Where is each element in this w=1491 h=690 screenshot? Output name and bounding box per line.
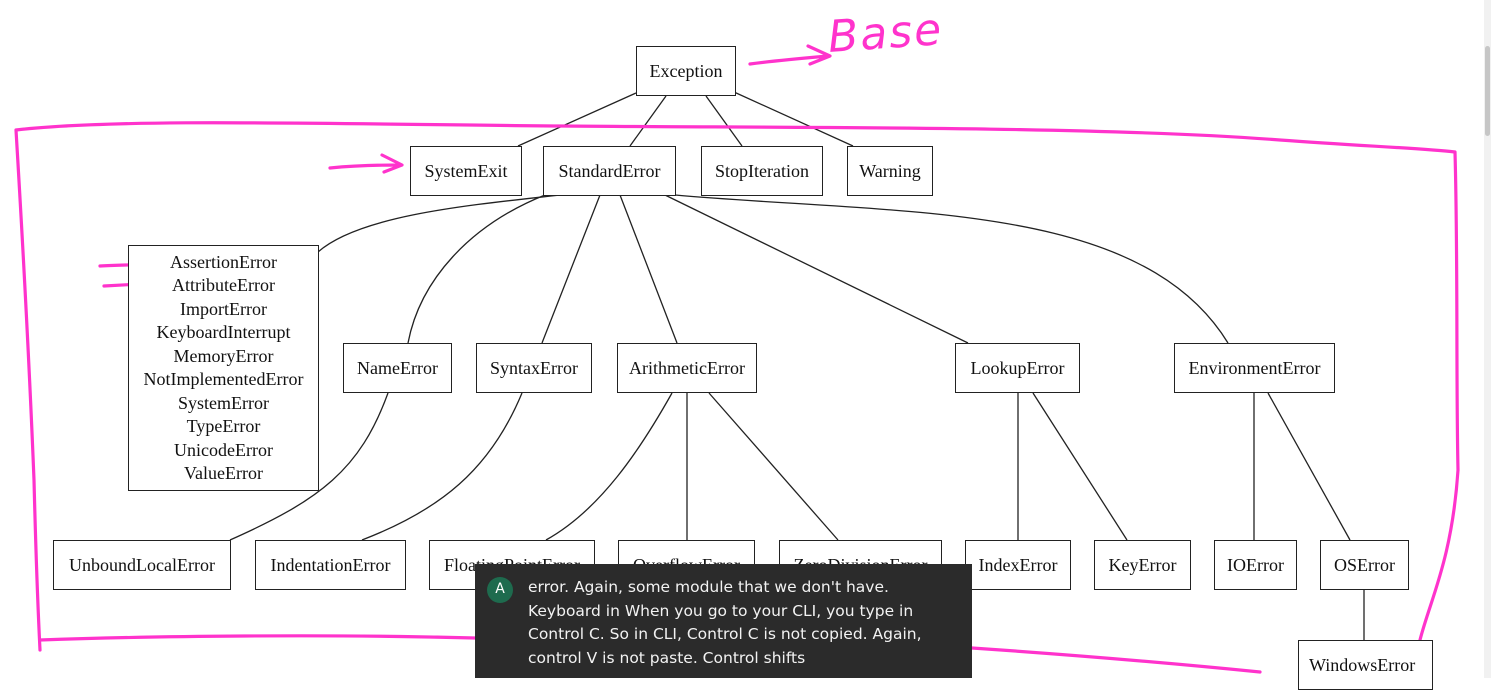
list-item: UnicodeError xyxy=(174,439,273,460)
node-exception: Exception xyxy=(636,46,736,96)
node-windowserror: WindowsError xyxy=(1298,640,1433,690)
edge-environment-oserror xyxy=(1267,392,1351,541)
edge-syntaxerror-indentationerror xyxy=(361,392,523,541)
list-item: AssertionError xyxy=(170,251,277,272)
list-item: ImportError xyxy=(180,298,267,319)
arrow-to-systemexit xyxy=(328,153,404,174)
node-indentationerror: IndentationError xyxy=(255,540,406,590)
edge-standarderror-list xyxy=(317,194,561,253)
list-item: TypeError xyxy=(186,416,261,436)
list-item: ValueError xyxy=(184,463,263,483)
node-arithmeticerror: ArithmeticError xyxy=(617,343,757,393)
list-item: MemoryError xyxy=(173,345,274,366)
edge-standarderror-nameerror xyxy=(407,194,546,344)
node-nameerror: NameError xyxy=(343,343,452,393)
edge-standarderror-environmenterror xyxy=(674,194,1229,344)
scrollbar-thumb[interactable] xyxy=(1485,46,1490,136)
node-warning: Warning xyxy=(847,146,933,196)
scrollbar-track[interactable] xyxy=(1484,0,1491,678)
highlight-outline xyxy=(14,121,1460,674)
arrow-to-base xyxy=(748,44,832,66)
edge-standarderror-lookuperror xyxy=(664,194,969,344)
edge-nameerror-unboundlocalerror xyxy=(229,392,389,541)
edge-lookup-key xyxy=(1032,392,1128,541)
edge-standarderror-syntaxerror xyxy=(541,194,601,344)
edge-exception-standarderror xyxy=(629,95,667,147)
speaker-avatar: A xyxy=(487,577,513,603)
node-ioerror: IOError xyxy=(1214,540,1297,590)
edge-exception-systemexit xyxy=(517,92,637,147)
base-annotation: Base xyxy=(826,4,945,63)
node-oserror: OSError xyxy=(1320,540,1409,590)
node-indexerror: IndexError xyxy=(965,540,1071,590)
edge-exception-warning xyxy=(733,91,854,147)
node-standarderror: StandardError xyxy=(543,146,676,196)
edge-exception-stopiteration xyxy=(705,95,743,147)
node-stopiteration: StopIteration xyxy=(701,146,823,196)
node-lookuperror: LookupError xyxy=(955,343,1080,393)
edge-arithmetic-floatingpoint xyxy=(545,392,673,541)
node-syntaxerror: SyntaxError xyxy=(476,343,592,393)
live-caption: A error. Again, some module that we don'… xyxy=(475,564,972,678)
list-item: AttributeError xyxy=(172,275,275,295)
standarderror-subclass-list: AssertionError AttributeError ImportErro… xyxy=(128,245,319,491)
edge-arithmetic-zerodivision xyxy=(708,392,839,541)
node-keyerror: KeyError xyxy=(1094,540,1191,590)
list-item: NotImplementedError xyxy=(143,369,304,389)
list-item: SystemError xyxy=(178,392,269,413)
list-item: KeyboardInterrupt xyxy=(156,322,291,342)
node-unboundlocalerror: UnboundLocalError xyxy=(53,540,231,590)
edge-standarderror-arithmeticerror xyxy=(619,194,678,344)
caption-text: error. Again, some module that we don't … xyxy=(528,578,922,667)
node-systemexit: SystemExit xyxy=(410,146,522,196)
node-environmenterror: EnvironmentError xyxy=(1174,343,1335,393)
